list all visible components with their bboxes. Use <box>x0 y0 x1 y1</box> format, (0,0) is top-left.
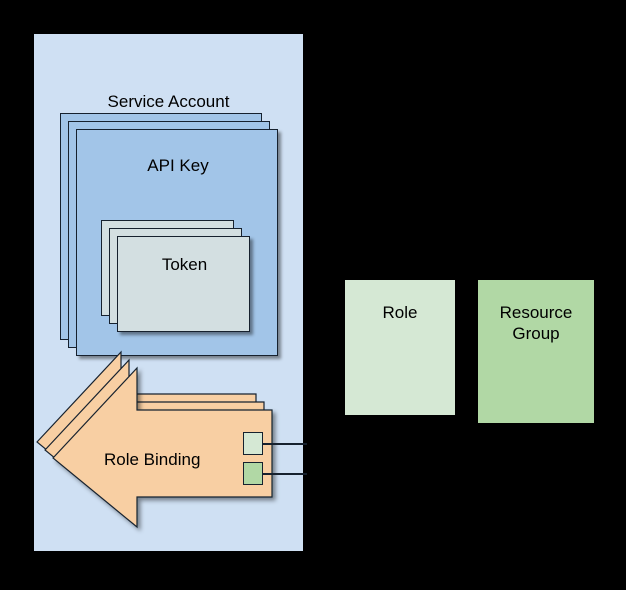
resource-group-connector-line <box>262 473 307 475</box>
role-connector-square[interactable] <box>243 432 263 455</box>
role-box-label: Role <box>382 303 418 322</box>
resource-group-box-label: Resource Group <box>499 303 573 343</box>
token-label: Token <box>161 255 208 274</box>
resource-group-box[interactable]: Resource Group <box>478 280 594 423</box>
role-box[interactable]: Role <box>345 280 455 415</box>
role-binding-label: Role Binding <box>104 450 201 469</box>
resource-group-connector-square[interactable] <box>243 462 263 485</box>
service-account-label: Service Account <box>107 92 230 111</box>
token-card[interactable]: Token <box>117 236 250 332</box>
role-connector-line <box>262 443 307 445</box>
api-key-label: API Key <box>147 156 209 175</box>
